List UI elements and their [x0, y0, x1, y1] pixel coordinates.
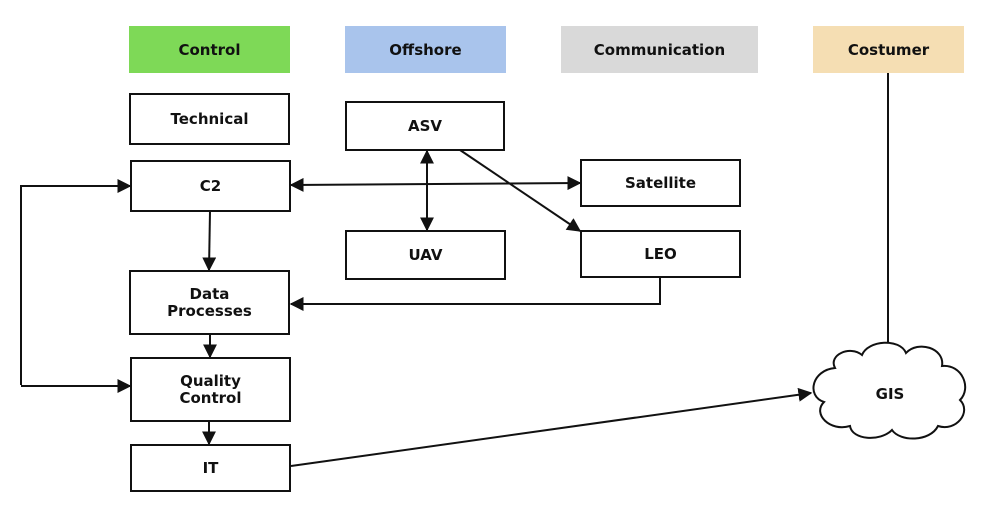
edge-c2-satellite	[289, 176, 582, 192]
category-communication-label: Communication	[593, 40, 726, 59]
category-offshore-label: Offshore	[389, 40, 462, 59]
node-technical: Technical	[129, 93, 290, 145]
node-data-processes: Data Processes	[129, 270, 290, 335]
edge-leo-data	[289, 278, 661, 311]
node-uav-label: UAV	[408, 245, 443, 264]
node-satellite: Satellite	[580, 159, 741, 207]
node-asv: ASV	[345, 101, 505, 151]
node-c2-label: C2	[199, 176, 222, 195]
node-uav: UAV	[345, 230, 506, 280]
node-asv-label: ASV	[407, 116, 443, 135]
node-quality-control-label: Quality Control	[179, 371, 242, 407]
edge-loop-c2	[20, 179, 132, 385]
category-customer-label: Costumer	[847, 40, 930, 59]
node-quality-control: Quality Control	[130, 357, 291, 422]
edge-c2-data	[202, 210, 217, 272]
node-leo-label: LEO	[644, 244, 677, 263]
edge-asv-leo	[459, 149, 582, 232]
category-offshore: Offshore	[345, 26, 506, 73]
node-it-label: IT	[202, 458, 219, 477]
node-data-processes-label: Data Processes	[167, 284, 252, 320]
category-communication: Communication	[561, 26, 758, 73]
node-technical-label: Technical	[170, 109, 249, 128]
category-customer: Costumer	[813, 26, 964, 73]
category-control-label: Control	[178, 40, 241, 59]
edge-it-gis	[290, 387, 813, 467]
node-gis-label: GIS	[875, 385, 905, 403]
gis-cloud-shape	[812, 341, 967, 440]
node-satellite-label: Satellite	[624, 173, 697, 192]
category-control: Control	[129, 26, 290, 73]
node-it: IT	[130, 444, 291, 492]
node-leo: LEO	[580, 230, 741, 278]
node-c2: C2	[130, 160, 291, 212]
